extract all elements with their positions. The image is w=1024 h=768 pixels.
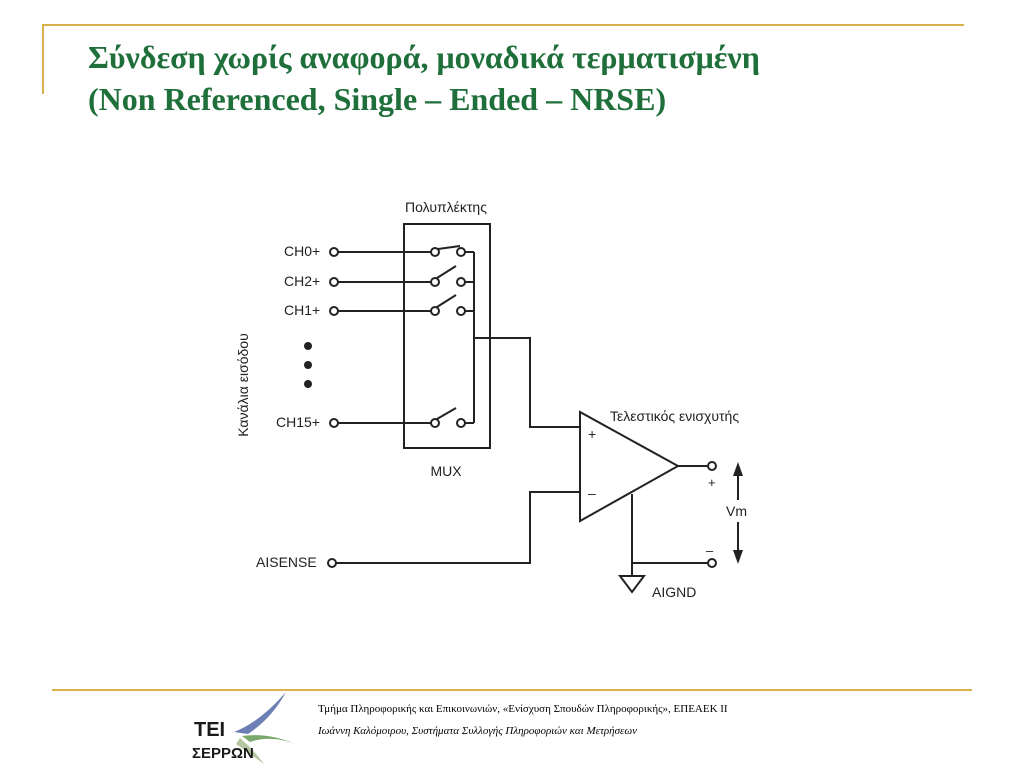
mux-box xyxy=(403,223,491,449)
footer-text: Τμήμα Πληροφορικής και Επικοινωνιών, «Εν… xyxy=(318,698,728,742)
mux-to-amp-plus-wire xyxy=(474,337,580,428)
ground-wire xyxy=(631,494,708,564)
channel-label-ch15: CH15+ xyxy=(276,414,320,430)
channel-terminal-ch15 xyxy=(329,418,339,428)
footer-divider xyxy=(52,689,972,691)
switch-blade-ch1 xyxy=(436,294,457,308)
amp-label: Τελεστικός ενισχυτής xyxy=(610,408,739,424)
top-border-line xyxy=(42,24,964,26)
amp-minus-sign: – xyxy=(588,485,596,501)
aisense-label: AISENSE xyxy=(256,554,317,570)
title-line-1: Σύνδεση χωρίς αναφορά, μοναδικά τερματισ… xyxy=(88,39,760,75)
logo-text-bottom: ΣΕΡΡΩΝ xyxy=(192,745,254,762)
vm-label-bg xyxy=(724,500,752,522)
switch-contact-ch2 xyxy=(430,277,440,287)
tei-serron-logo: ΤΕΙ ΣΕΡΡΩΝ xyxy=(192,692,300,764)
switch-contact-out-ch1 xyxy=(456,306,466,316)
channel-terminal-ch0 xyxy=(329,247,339,257)
aisense-terminal xyxy=(327,558,337,568)
switch-contact-out-ch0 xyxy=(456,247,466,257)
switch-contact-out-ch15 xyxy=(456,418,466,428)
channel-label-ch0: CH0+ xyxy=(284,243,320,259)
switch-blade-ch15 xyxy=(436,407,457,420)
out-plus-sign: + xyxy=(708,475,716,490)
switch-blade-ch2 xyxy=(436,265,457,279)
output-terminal-minus xyxy=(707,558,717,568)
vm-arrow-head-up xyxy=(733,462,743,476)
switch-contact-out-ch2 xyxy=(456,277,466,287)
switch-contact-ch1 xyxy=(430,306,440,316)
ellipsis-dot xyxy=(304,361,312,369)
slide-title: Σύνδεση χωρίς αναφορά, μοναδικά τερματισ… xyxy=(88,36,988,120)
switch-blade-ch0 xyxy=(437,245,461,250)
mux-label: Πολυπλέκτης xyxy=(405,199,487,215)
ground-symbol xyxy=(618,575,646,594)
output-terminal-plus xyxy=(707,461,717,471)
channel-terminal-ch1 xyxy=(329,306,339,316)
channel-label-ch2: CH2+ xyxy=(284,273,320,289)
switch-contact-ch15 xyxy=(430,418,440,428)
mux-short-label: MUX xyxy=(430,463,462,479)
logo-text-top: ΤΕΙ xyxy=(194,719,225,741)
op-amp-triangle xyxy=(579,410,681,523)
vm-arrow-head-down xyxy=(733,550,743,564)
out-minus-sign: – xyxy=(706,543,714,558)
aignd-label: AIGND xyxy=(652,584,696,600)
channel-label-ch1: CH1+ xyxy=(284,302,320,318)
ellipsis-dot xyxy=(304,342,312,350)
vm-label: Vm xyxy=(726,503,747,519)
footer-line-1: Τμήμα Πληροφορικής και Επικοινωνιών, «Εν… xyxy=(318,703,728,715)
amp-plus-sign: + xyxy=(588,426,596,442)
title-line-2: (Non Referenced, Single – Ended – NRSE) xyxy=(88,81,667,117)
channels-label: Κανάλια εισόδου xyxy=(235,333,251,436)
left-border-line xyxy=(42,24,44,94)
footer-line-2: Ιωάννη Καλόμοιρου, Συστήματα Συλλογής Πλ… xyxy=(318,725,638,737)
channel-terminal-ch2 xyxy=(329,277,339,287)
ellipsis-dot xyxy=(304,380,312,388)
switch-contact-ch0 xyxy=(430,247,440,257)
aisense-wire xyxy=(336,491,580,564)
